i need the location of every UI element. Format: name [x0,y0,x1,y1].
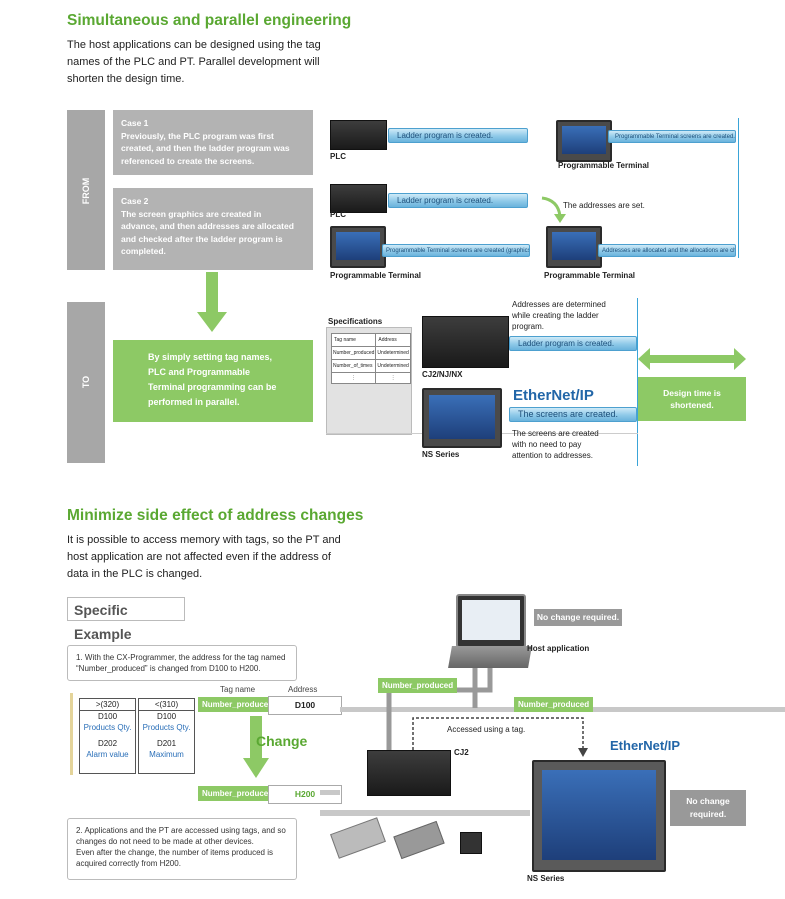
network-bar-bottom [320,810,530,816]
specific-example-label: Specific Example [67,597,185,642]
ladder-diagram: >(320) D100 Products Qty. D202 Alarm val… [70,693,200,775]
note1: 1. With the CX-Programmer, the address f… [67,645,297,681]
section2-title: Minimize side effect of address changes [67,507,364,524]
note2: 2. Applications and the PT are accessed … [67,818,297,880]
timeline-divider-2 [637,298,638,466]
pt-device-icon-3 [546,226,602,268]
case1-box: Case 1 Previously, the PLC program was f… [113,110,313,175]
ladder-block-2: <(310) D100 Products Qty. D201 Maximum [138,698,195,774]
to-box: By simply setting tag names,PLC and Prog… [113,340,313,422]
tag-name-old: Number_produced [198,697,278,712]
to-bar: TO [67,302,105,463]
ladder-pipe-1: Ladder program is created. [388,128,528,143]
section1-title: Simultaneous and parallel engineering [67,12,352,29]
ethernet-ip-logo: EtherNet/IP [513,387,594,404]
plc-label: PLC [330,152,346,161]
ladder-block-1: >(320) D100 Products Qty. D202 Alarm val… [79,698,136,774]
change-label: Change [256,733,308,749]
tag-name-new: Number_produced [198,786,278,801]
addresses-set-text: The addresses are set. [563,201,645,210]
address-new: H200 [268,785,342,804]
pt-device-icon [556,120,612,162]
cj2-plc-icon [367,750,451,796]
ns-terminal-big-icon [532,760,666,872]
pt-device-icon-2 [330,226,386,268]
change-arrow-icon [243,716,269,778]
ladder-pipe-2: Ladder program is created. [388,193,528,208]
ns-series-label: NS Series [422,450,460,459]
no-change-host: No change required. [534,609,622,626]
pt-pipe-1: Programmable Terminal screens are create… [608,130,736,143]
address-old: D100 [268,696,342,715]
cj2-plc-label: CJ2 [454,748,469,757]
to-label: TO [81,375,91,389]
tag-label-host: Number_produced [378,678,458,693]
section2-description: It is possible to access memory with tag… [67,534,341,580]
io-device-icon-2 [393,820,445,860]
pt-pipe-2: Programmable Terminal screens are create… [382,244,530,257]
case2-box: Case 2 The screen graphics are created i… [113,188,313,270]
laptop-icon [456,594,526,648]
curved-arrow-icon [541,196,566,223]
tag-label-ns: Number_produced [514,697,594,712]
plc-label-2: PLC [330,210,346,219]
pt-label-3: Programmable Terminal [544,271,635,280]
ns-series-label-2: NS Series [527,874,565,883]
ns-terminal-icon [422,388,502,448]
plc-device-icon [330,120,387,150]
ethernet-ip-logo-2: EtherNet/IP [610,738,681,753]
tag-name-header: Tag name [220,685,256,694]
specifications-label: Specifications [328,317,383,326]
cj2-label: CJ2/NJ/NX [422,370,463,379]
plc-device-icon-2 [330,184,387,213]
pt-label-1: Programmable Terminal [558,161,649,170]
screens-pipe: The screens are created. [509,407,637,422]
io-device-icon-1 [330,817,386,859]
from-bar: FROM [67,110,105,270]
pt-pipe-3: Addresses are allocated and the allocati… [598,244,736,257]
from-label: FROM [81,177,91,205]
address-header: Address [288,685,318,694]
down-arrow-icon [197,272,227,332]
pt-label-2: Programmable Terminal [330,271,421,280]
accessed-tag-text: Accessed using a tag. [447,725,526,734]
ladder-pipe-3: Ladder program is created. [509,336,637,351]
temp-controller-icon [460,832,482,854]
network-bar-left [320,790,340,795]
section1-description: The host applications can be designed us… [67,39,321,85]
double-arrow-icon [638,348,746,370]
cj2-device-icon [422,316,509,368]
timeline-divider [738,118,739,258]
host-app-label: Host application [527,644,590,653]
